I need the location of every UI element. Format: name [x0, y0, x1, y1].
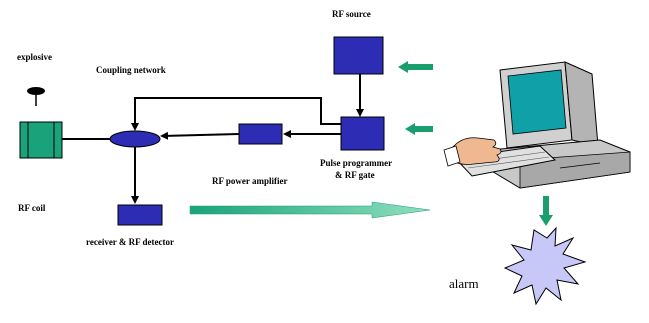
explosive-icon [27, 87, 45, 106]
pulse-programmer-label-line1: Pulse programmer [320, 158, 392, 168]
receiver-detector-block [117, 204, 163, 226]
receiver-to-computer-arrow [189, 201, 431, 219]
pulse-programmer-label-line2: & RF gate [335, 170, 375, 180]
programmer-to-coupling-arrow [131, 97, 341, 131]
explosive-label: explosive [17, 52, 52, 62]
receiver-detector-label: receiver & RF detector [86, 237, 174, 247]
computer-icon [453, 61, 631, 189]
alarm-label: alarm [449, 276, 479, 291]
coupling-network-node [109, 130, 161, 148]
coupling-network-label: Coupling network [96, 65, 166, 75]
rf-source-label: RF source [332, 9, 371, 19]
rf-coil [19, 121, 63, 159]
rf-power-amplifier-label: RF power amplifier [212, 176, 288, 186]
alarm-starburst-icon [503, 226, 587, 306]
pulse-programmer-block [340, 116, 385, 151]
hand-icon [443, 137, 502, 167]
rf-power-amplifier-block [238, 123, 283, 145]
rf-coil-label: RF coil [18, 203, 46, 213]
computer-to-alarm-arrow [539, 196, 553, 226]
computer-to-programmer-arrow [405, 123, 433, 135]
keyboard [453, 145, 557, 177]
computer-to-source-arrow [398, 61, 433, 73]
rf-source-block [333, 36, 384, 75]
amplifier-to-coupling-arrow [160, 131, 240, 140]
